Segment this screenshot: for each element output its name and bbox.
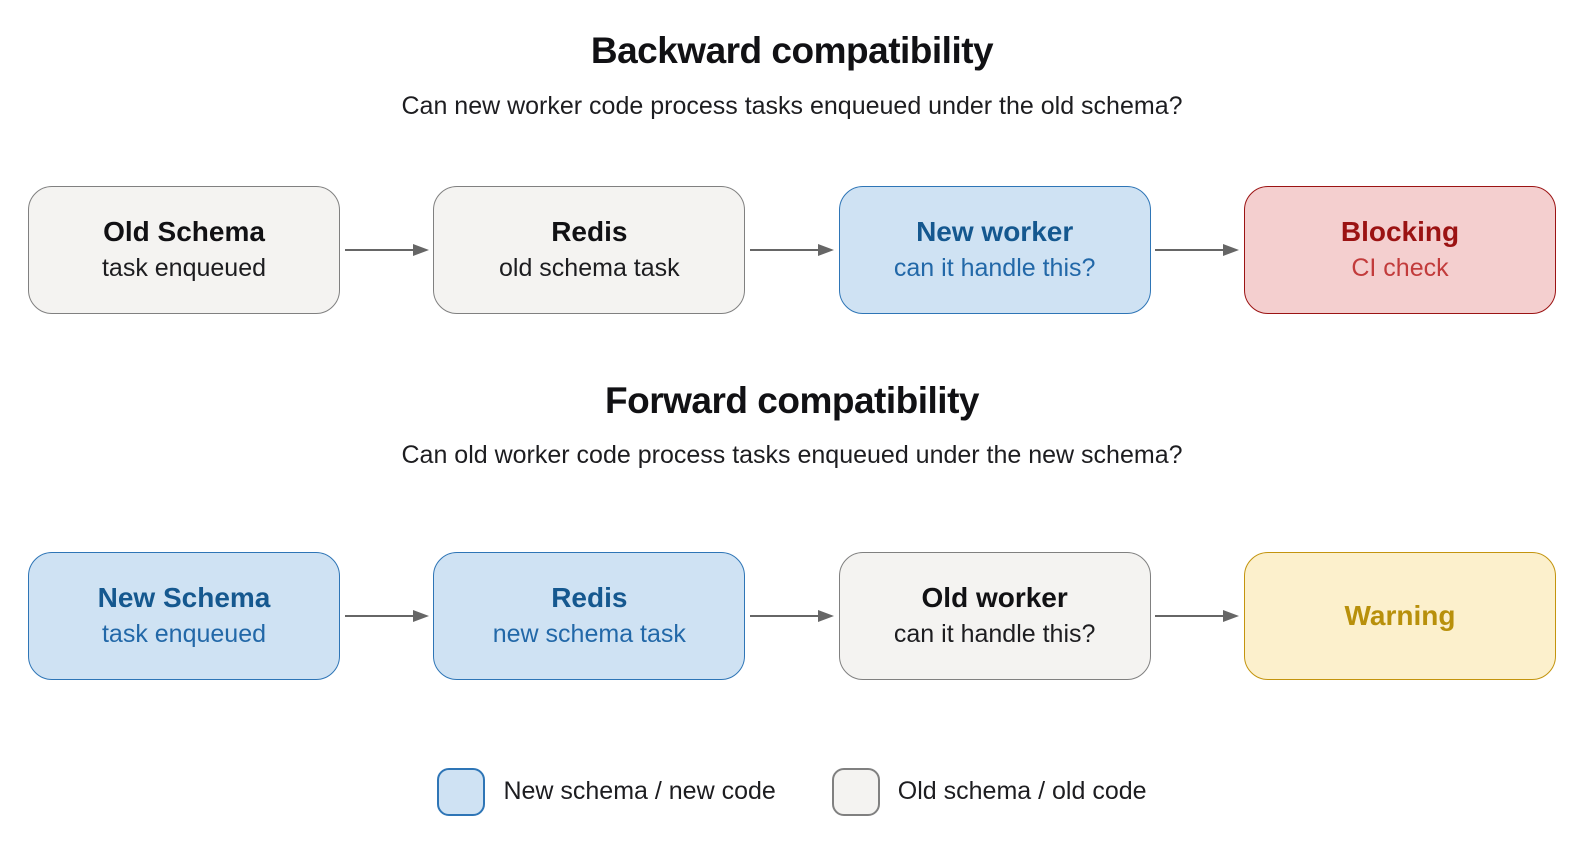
node-subtitle: old schema task bbox=[499, 254, 680, 283]
legend-label: Old schema / old code bbox=[897, 777, 1147, 806]
node-subtitle: CI check bbox=[1351, 254, 1449, 283]
node-subtitle: can it handle this? bbox=[893, 620, 1096, 649]
new-schema-swatch bbox=[437, 767, 486, 816]
node-subtitle: new schema task bbox=[492, 620, 686, 649]
node-subtitle: can it handle this? bbox=[893, 254, 1096, 283]
forward-section-subtitle: Can old worker code process tasks enqueu… bbox=[401, 441, 1183, 470]
node-title: Old Schema bbox=[103, 216, 265, 248]
node-title: Old worker bbox=[921, 582, 1068, 613]
node-title: Redis bbox=[551, 216, 628, 248]
node-old-schema: Old Schema task enqueued bbox=[28, 185, 340, 314]
node-title: New Schema bbox=[97, 582, 271, 613]
node-title: New worker bbox=[916, 216, 1074, 248]
node-subtitle: task enqueued bbox=[101, 620, 267, 649]
node-warning: Warning bbox=[1243, 551, 1556, 680]
arrow-icon bbox=[745, 608, 838, 624]
arrow-icon bbox=[745, 242, 838, 258]
backward-section-subtitle: Can new worker code process tasks enqueu… bbox=[401, 91, 1183, 120]
node-blocking: Blocking CI check bbox=[1243, 185, 1556, 314]
node-subtitle: task enqueued bbox=[101, 254, 267, 283]
arrow-icon bbox=[340, 242, 433, 258]
node-redis-old: Redis old schema task bbox=[433, 185, 746, 314]
legend-item-old: Old schema / old code bbox=[831, 767, 1147, 816]
arrow-icon bbox=[1151, 242, 1244, 258]
legend: New schema / new code Old schema / old c… bbox=[0, 767, 1584, 816]
legend-label: New schema / new code bbox=[503, 777, 776, 806]
forward-flow-row: New Schema task enqueued Redis new schem… bbox=[0, 551, 1584, 680]
node-new-schema: New Schema task enqueued bbox=[28, 551, 340, 680]
forward-section-title: Forward compatibility bbox=[605, 379, 979, 421]
node-title: Redis bbox=[551, 582, 628, 613]
arrow-icon bbox=[1151, 608, 1244, 624]
node-new-worker: New worker can it handle this? bbox=[838, 185, 1151, 314]
backward-flow-row: Old Schema task enqueued Redis old schem… bbox=[0, 185, 1584, 314]
legend-item-new: New schema / new code bbox=[437, 767, 776, 816]
node-old-worker: Old worker can it handle this? bbox=[838, 551, 1151, 680]
node-redis-new: Redis new schema task bbox=[433, 551, 746, 680]
node-title: Warning bbox=[1344, 599, 1456, 631]
backward-section-title: Backward compatibility bbox=[590, 30, 994, 71]
node-title: Blocking bbox=[1340, 216, 1460, 248]
arrow-icon bbox=[340, 608, 433, 624]
old-schema-swatch bbox=[831, 767, 880, 816]
